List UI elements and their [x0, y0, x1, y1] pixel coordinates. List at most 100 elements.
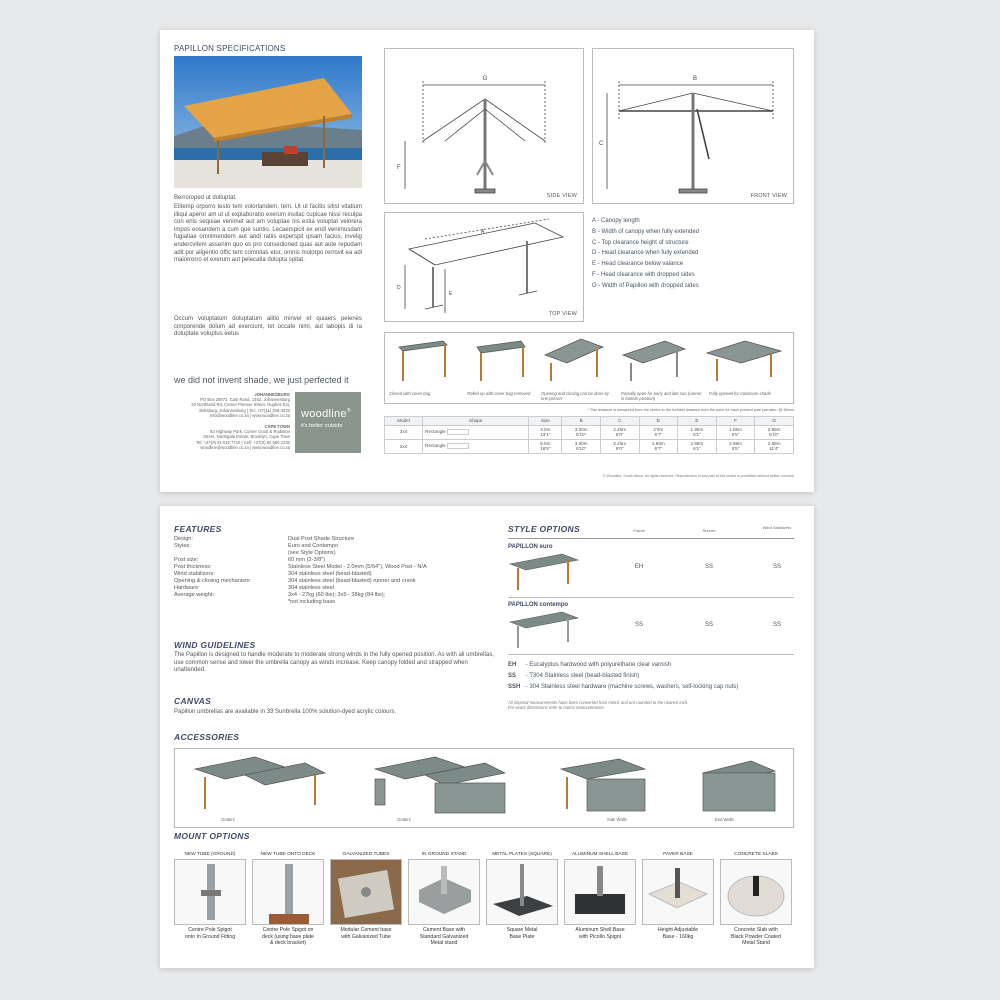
- table-header: E: [677, 416, 717, 426]
- mount-option: NEW TUBE (GROUND) Centre Pole Spigot ont…: [174, 851, 246, 940]
- dim-label-d: D: [397, 285, 401, 291]
- features-title: FEATURES: [174, 524, 222, 534]
- feature-row: Post size:60 mm (2-3/8"): [174, 557, 326, 563]
- dim-label-f: F: [397, 165, 401, 171]
- table-cell: 4.0m 13'1": [528, 424, 563, 440]
- legend-item: E - Head clearance below valance: [592, 261, 684, 268]
- feature-row: Wind stabilizers:304 stainless steel (be…: [174, 571, 372, 577]
- table-cell: 1.65m 5'5": [715, 424, 756, 440]
- table-cell: 2.68m 6'1": [677, 438, 717, 454]
- mount-image-ground-tube: [174, 859, 246, 925]
- mount-desc: Centre Pole Spigot onto In Ground Fittin…: [184, 927, 236, 940]
- feature-row: Design:Dual Post Shade Structure: [174, 536, 355, 542]
- table-header: G: [754, 416, 794, 426]
- table-header: F: [715, 416, 756, 426]
- front-view-label: FRONT VIEW: [750, 193, 787, 199]
- sequence-caption: Fully opened for maximum shade: [709, 391, 771, 396]
- page-title: PAPILLON SPECIFICATIONS: [174, 44, 286, 53]
- table-cell: 2.68m 5'5": [715, 438, 756, 454]
- mount-image-galvanized: [330, 859, 402, 925]
- code-desc: - T304 Stainless steel (bead-blasted fin…: [525, 673, 640, 679]
- top-view-diagram: A D E TOP VIEW: [384, 212, 584, 322]
- code-desc: - Eucalyptus hardwood with polyurethane …: [525, 662, 672, 668]
- sequence-caption: Closed with cover bag: [389, 391, 431, 396]
- front-view-diagram: B C FRONT VIEW: [592, 48, 794, 204]
- accessory-caption: Side Walls: [607, 817, 627, 822]
- woodline-logo: woodline® it's better outside: [295, 392, 361, 453]
- feature-row: Hardware:304 stainless steel: [174, 585, 335, 591]
- material-codes: EH - Eucalyptus hardwood with polyuretha…: [508, 660, 794, 693]
- accessories-panel: Gutters Gutters Side Walls End Walls: [174, 748, 794, 828]
- wind-guidelines-text: The Papillon is designed to handle moder…: [174, 652, 494, 674]
- canvas-text: Papillon umbrellas are available in 33 S…: [174, 709, 397, 715]
- style-col-wind-stabilizers: Wind Stabilizers: [762, 525, 792, 530]
- mount-desc: Square Metal Base Plate: [506, 927, 538, 940]
- code-desc: - 304 Stainless steel hardware (machine …: [525, 684, 739, 690]
- cpt-office-label: CAPE TOWN: [264, 424, 290, 430]
- table-header: Shape: [422, 416, 530, 426]
- canvas-title: CANVAS: [174, 696, 212, 706]
- table-cell: 3.00m 9'10": [561, 424, 601, 440]
- style-name-contempo: PAPILLON contempo: [508, 602, 569, 608]
- table-cell: 2.45m 8'0": [599, 424, 640, 440]
- mount-label: ALUMINUM SHELL BASE: [571, 852, 629, 857]
- mount-option: PAVER BASE Height Adjustable Base - 160k…: [642, 851, 714, 940]
- intro-paragraph-2: Occum voluptatum doluptatum alitio minve…: [174, 316, 362, 338]
- table-cell: 3x4: [383, 424, 424, 440]
- mount-label: NEW TUBE (GROUND): [184, 852, 236, 857]
- mount-desc: Cement Base with Standard Galvanized Met…: [419, 927, 469, 947]
- style-col-frame: Frame: [633, 528, 645, 533]
- mount-option: CONCRETE SLABS Concrete Slab with Black …: [720, 851, 792, 947]
- mount-label: CONCRETE SLABS: [734, 852, 778, 857]
- style-col-runner: Runner: [702, 528, 716, 533]
- table-header: D: [638, 416, 679, 426]
- mount-image-concrete-slab: [720, 859, 792, 925]
- mount-option: NEW TUBE ONTO DECK Centre Pole Spigot on…: [252, 851, 324, 947]
- jhb-office-label: JOHANNESBURG: [254, 392, 290, 397]
- table-cell: 2.68m 11'4": [754, 438, 794, 454]
- mount-label: IN GROUND STAND: [421, 852, 467, 857]
- dim-label-c: C: [599, 141, 604, 147]
- slogan: we did not invent shade, we just perfect…: [174, 375, 349, 385]
- intro-heading: Berroroped ut dolluptat.: [174, 195, 237, 201]
- accessory-caption: Gutters: [221, 817, 235, 822]
- table-cell: 2'0m 6'7": [638, 424, 679, 440]
- mount-image-metal-plate: [486, 859, 558, 925]
- mount-image-deck-tube: [252, 859, 324, 925]
- mount-label: PAVER BASE: [663, 852, 693, 857]
- front-view-drawing: B C: [599, 76, 774, 194]
- accessories-title: ACCESSORIES: [174, 732, 240, 742]
- feature-row: Opening & closing mechanism:304 stainles…: [174, 578, 416, 584]
- table-cell: 5.0m 16'5": [528, 438, 563, 454]
- mount-image-paver-base: [642, 859, 714, 925]
- logo-trademark: ®: [346, 408, 351, 414]
- measurement-note: All imperial measurements have been conv…: [508, 700, 689, 711]
- table-header: Model: [383, 416, 424, 426]
- mount-image-aluminum-shell: [564, 859, 636, 925]
- copyright: © Woodline, South Africa. All rights res…: [602, 474, 794, 478]
- top-view-drawing: A D E: [397, 218, 565, 313]
- cpt-office-address: 83 Highway Park, Corner Good & Rodiston …: [196, 429, 290, 450]
- sequence-caption: Rolled up with cover bag removed: [467, 391, 531, 396]
- table-cell-shape: Rectangle: [422, 438, 530, 454]
- side-view-drawing: G F: [397, 76, 546, 194]
- mount-option: IN GROUND STAND Cement Base with Standar…: [408, 851, 480, 947]
- dimension-legend: A - Canopy length B - Width of canopy wh…: [592, 216, 792, 292]
- table-cell: 2.68m 8'10": [754, 424, 794, 440]
- feature-row: Styles:Euro and Contempo (see Style Opti…: [174, 543, 339, 556]
- jhb-office-address: PO Box 28973, Cast Rand, 1462, Johannesb…: [191, 397, 290, 418]
- mount-label: METAL PLATES (SQUARE): [492, 852, 552, 857]
- contempo-style-illustration: [508, 611, 580, 648]
- legend-item: D - Head clearance when fully extended: [592, 250, 699, 257]
- euro-style-illustration: [508, 553, 580, 590]
- dim-label-a: A: [481, 229, 485, 235]
- table-cell: 2.68m 6'7": [638, 438, 679, 454]
- logo-tagline: it's better outside: [301, 423, 343, 429]
- side-view-label: SIDE VIEW: [546, 193, 577, 199]
- intro-paragraph: Elitemp orporro testo tem volorlandem, t…: [174, 204, 362, 264]
- table-cell-shape: Rectangle: [422, 424, 530, 440]
- euro-runner-code: SS: [704, 564, 713, 570]
- contempo-wind-code: SS: [772, 622, 781, 628]
- hero-photo: [174, 56, 362, 188]
- legend-item: C - Top clearance height of structure: [592, 239, 689, 246]
